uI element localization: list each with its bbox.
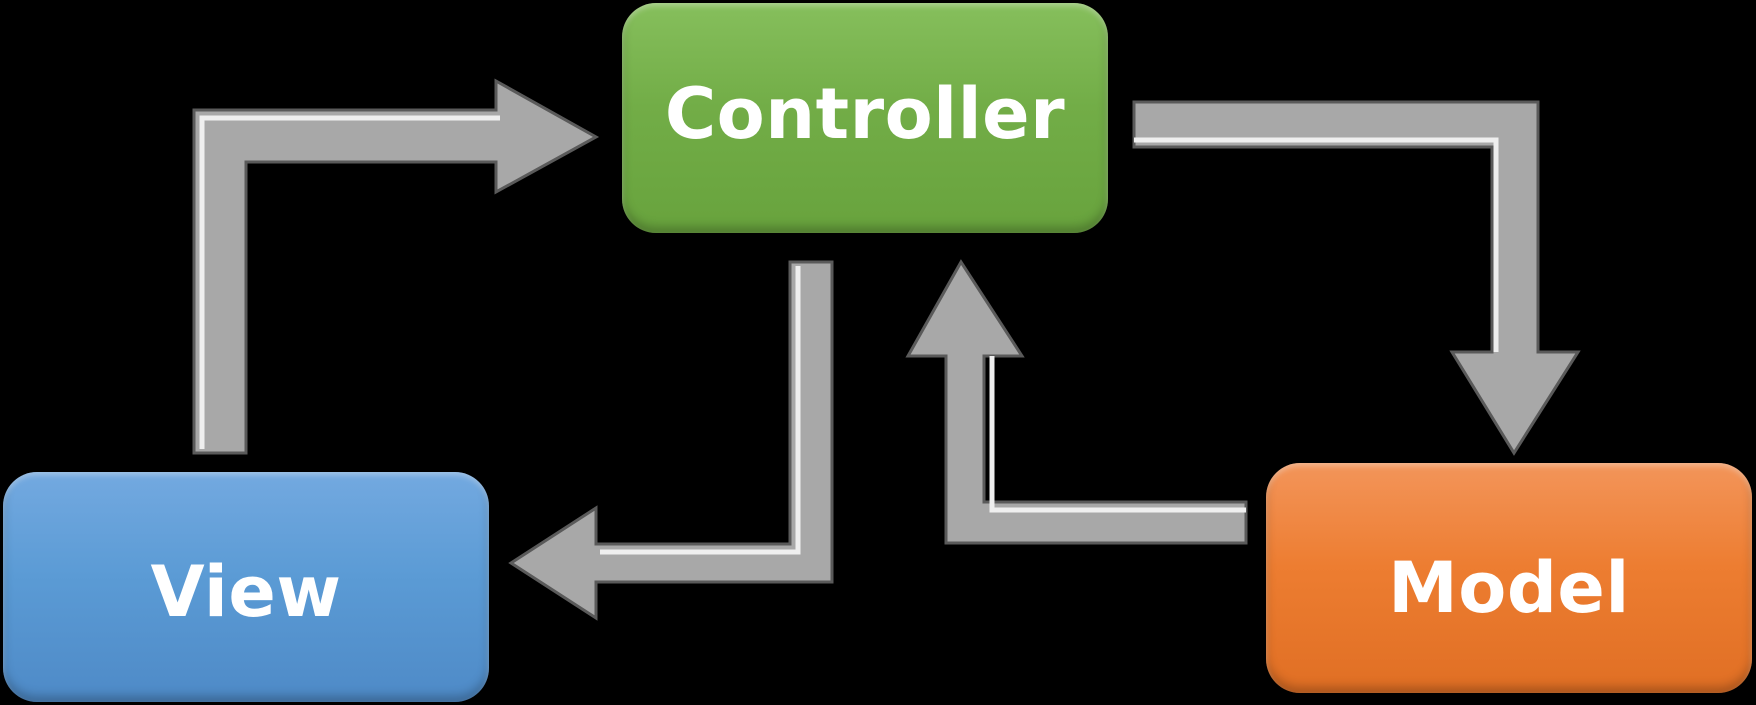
controller-label: Controller bbox=[664, 73, 1066, 155]
view-node: View bbox=[3, 472, 489, 702]
view-label: View bbox=[150, 551, 342, 633]
model-label: Model bbox=[1388, 547, 1630, 629]
model-node: Model bbox=[1266, 463, 1752, 693]
arrow-controller-to-model bbox=[1132, 100, 1581, 456]
controller-node: Controller bbox=[622, 3, 1108, 233]
arrow-controller-to-view bbox=[508, 260, 834, 621]
arrow-view-to-controller bbox=[192, 78, 600, 455]
arrow-model-to-controller bbox=[905, 259, 1248, 545]
